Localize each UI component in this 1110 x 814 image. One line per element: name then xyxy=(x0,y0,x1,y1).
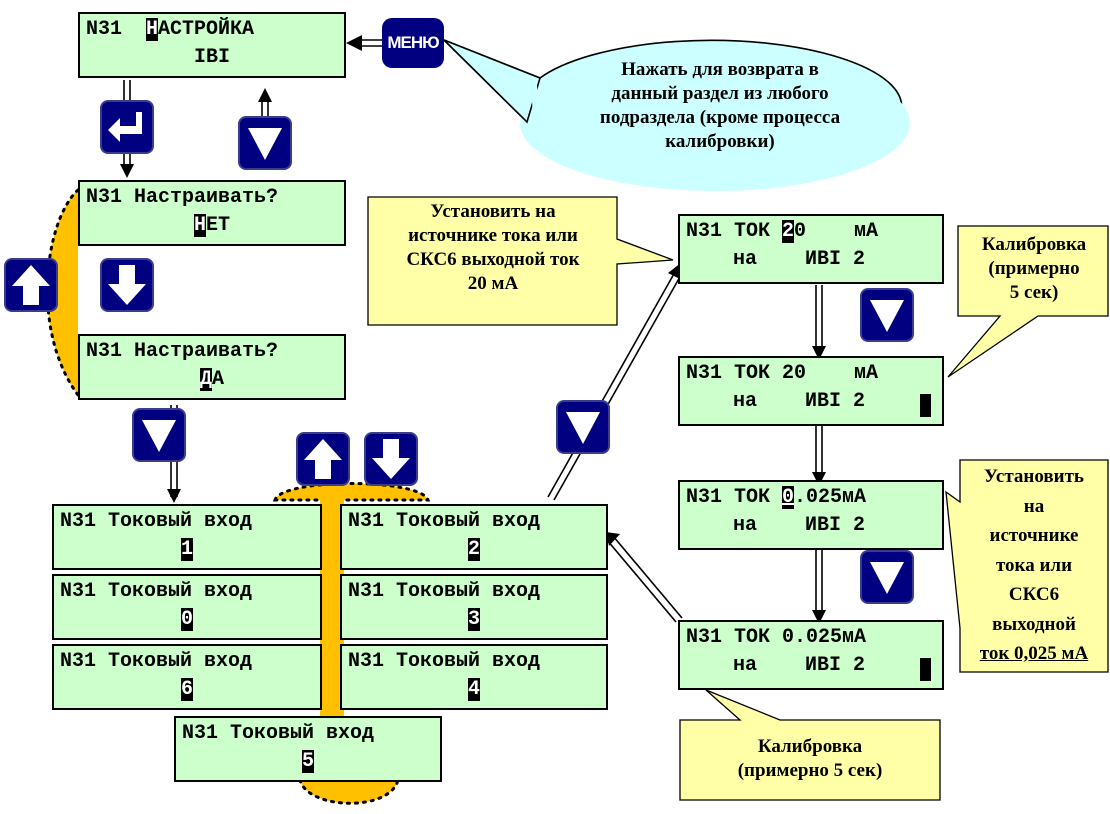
screen-input-6: N31 Токовый вход 6 xyxy=(52,644,322,710)
down-arrow-key-icon[interactable] xyxy=(364,432,418,486)
screen-setup-ivi: N31 НАСТРОЙКА IBI xyxy=(78,12,346,78)
scroll-down-key-icon[interactable] xyxy=(132,408,186,462)
screen-current-20-edit: N31 ТОК 20 мА на ИВI 2 xyxy=(678,214,944,284)
scroll-down-key-icon[interactable] xyxy=(238,116,292,170)
screen-input-3: N31 Токовый вход 3 xyxy=(340,574,608,640)
menu-button[interactable]: МЕНЮ xyxy=(382,18,444,68)
screen-current-0025-calib: N31 ТОК 0.025мА на ИВI 2 xyxy=(678,620,944,690)
set-20ma-note xyxy=(367,196,674,326)
scroll-arc-top xyxy=(272,482,431,502)
calibration-cursor xyxy=(920,658,931,681)
screen-input-0: N31 Токовый вход 0 xyxy=(52,574,322,640)
screen-input-2: N31 Токовый вход 2 xyxy=(340,504,608,570)
set-0025ma-note xyxy=(945,459,1109,673)
scroll-down-key-icon[interactable] xyxy=(556,400,610,454)
calibration-cursor xyxy=(920,394,931,417)
calib-bottom-text: Калибровка(примерно 5 сек) xyxy=(737,736,883,781)
calib-bottom-note xyxy=(679,689,941,801)
calib-right-note xyxy=(947,225,1109,378)
scroll-arc-bottom-edge xyxy=(298,778,400,805)
down-arrow-key-icon[interactable] xyxy=(100,258,154,312)
scroll-down-key-icon[interactable] xyxy=(860,550,914,604)
up-arrow-key-icon[interactable] xyxy=(296,432,350,486)
scroll-down-key-icon[interactable] xyxy=(860,288,914,342)
screen-adjust-yes: N31 Настраивать? ДА xyxy=(78,334,346,400)
screen-current-20-calib: N31 ТОК 20 мА на ИВI 2 xyxy=(678,356,944,426)
screen-input-1: N31 Токовый вход 1 xyxy=(52,504,322,570)
screen-adjust-no: N31 Настраивать? НЕТ xyxy=(78,180,346,246)
up-arrow-key-icon[interactable] xyxy=(4,258,58,312)
enter-key-icon[interactable] xyxy=(100,100,154,154)
screen-input-4: N31 Токовый вход 4 xyxy=(340,644,608,710)
screen-input-5: N31 Токовый вход 5 xyxy=(174,716,442,782)
screen-current-0025-edit: N31 ТОК 0.025мА на ИВI 2 xyxy=(678,480,944,550)
